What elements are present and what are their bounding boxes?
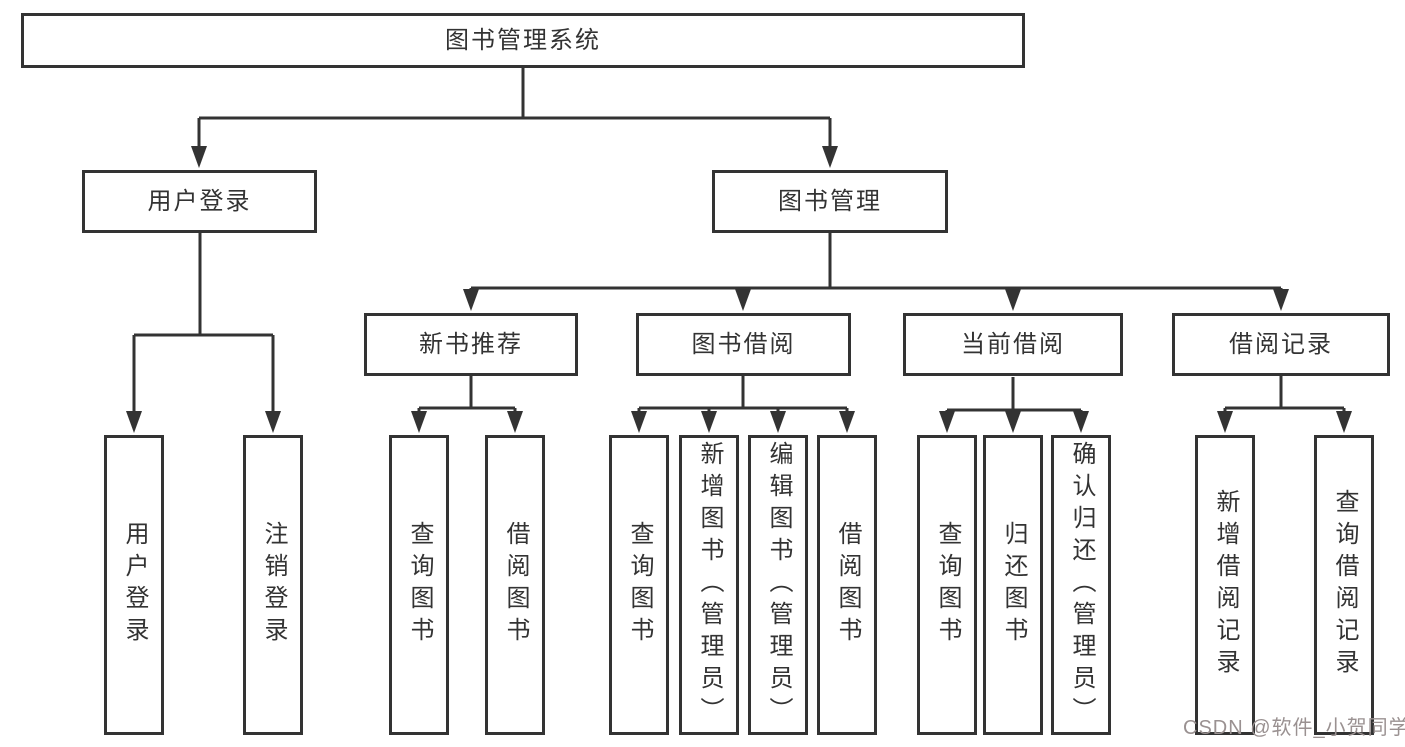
leaf-logout: 注销登录	[243, 435, 303, 735]
leaf-label: 编辑图书（管理员）	[765, 441, 792, 729]
leaf-label: 借阅图书	[502, 521, 529, 649]
leaf-borrow-books-recommend: 借阅图书	[485, 435, 545, 735]
leaf-label: 归还图书	[1000, 521, 1027, 649]
leaf-label: 借阅图书	[834, 521, 861, 649]
node-book-borrow: 图书借阅	[636, 313, 851, 376]
leaf-borrow-books: 借阅图书	[817, 435, 877, 735]
leaf-query-books-recommend: 查询图书	[389, 435, 449, 735]
leaf-add-books-admin: 新增图书（管理员）	[679, 435, 739, 735]
leaf-label: 查询借阅记录	[1331, 489, 1358, 681]
leaf-query-books-current: 查询图书	[917, 435, 977, 735]
leaf-add-borrow-record: 新增借阅记录	[1195, 435, 1255, 735]
arrowhead-icons	[126, 146, 1352, 433]
leaf-confirm-return-admin: 确认归还（管理员）	[1051, 435, 1111, 735]
leaf-label: 查询图书	[626, 521, 653, 649]
leaf-label: 查询图书	[406, 521, 433, 649]
leaf-return-books: 归还图书	[983, 435, 1043, 735]
leaf-user-login: 用户登录	[104, 435, 164, 735]
leaf-edit-books-admin: 编辑图书（管理员）	[748, 435, 808, 735]
node-user-login: 用户登录	[82, 170, 317, 233]
node-new-book-recommend: 新书推荐	[364, 313, 578, 376]
node-current-borrow: 当前借阅	[903, 313, 1123, 376]
leaf-label: 新增图书（管理员）	[696, 441, 723, 729]
leaf-label: 用户登录	[121, 521, 148, 649]
node-book-management: 图书管理	[712, 170, 948, 233]
leaf-query-borrow-record: 查询借阅记录	[1314, 435, 1374, 735]
leaf-label: 新增借阅记录	[1212, 489, 1239, 681]
node-borrow-records: 借阅记录	[1172, 313, 1390, 376]
leaf-label: 注销登录	[260, 521, 287, 649]
leaf-label: 查询图书	[934, 521, 961, 649]
node-root-library-system: 图书管理系统	[21, 13, 1025, 68]
leaf-query-books-borrow: 查询图书	[609, 435, 669, 735]
leaf-label: 确认归还（管理员）	[1068, 441, 1095, 729]
csdn-watermark: CSDN @软件_小贺同学	[1183, 717, 1405, 739]
